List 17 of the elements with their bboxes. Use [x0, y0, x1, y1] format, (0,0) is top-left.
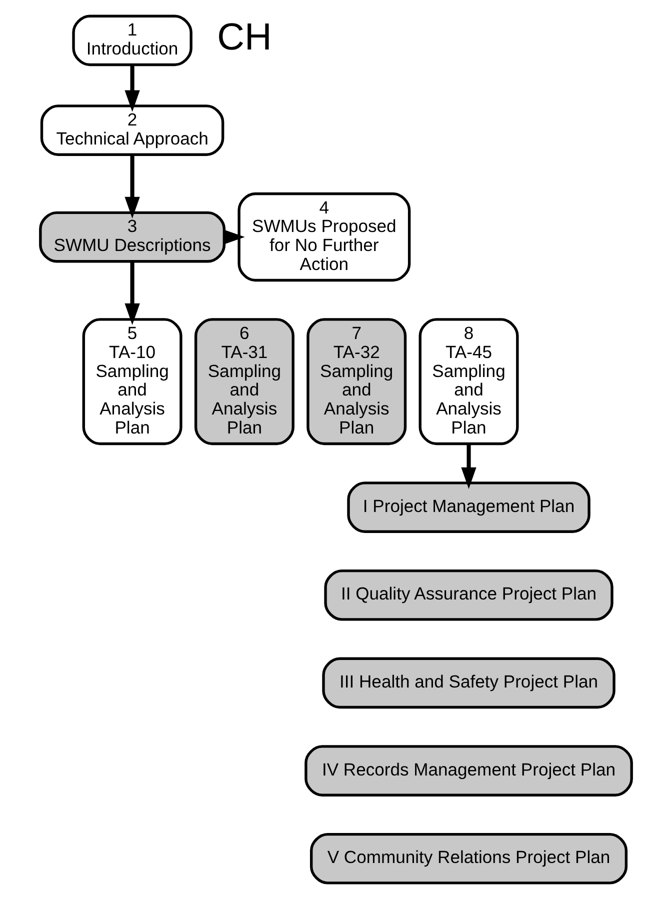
node-box: 4 SWMUs Proposed for No Further Action: [237, 192, 410, 282]
arrow: [460, 444, 476, 490]
node-box: 8 TA-45 Sampling and Analysis Plan: [418, 318, 518, 446]
node-box: 2 Technical Approach: [40, 104, 224, 156]
node-box: I Project Management Plan: [346, 482, 590, 533]
arrow: [124, 64, 140, 112]
arrow: [124, 262, 140, 326]
node-box: V Community Relations Project Plan: [309, 832, 628, 884]
node-box: III Health and Safety Project Plan: [322, 657, 615, 709]
label: CH: [216, 16, 272, 59]
node-box: 5 TA-10 Sampling and Analysis Plan: [82, 318, 182, 446]
node-box: II Quality Assurance Project Plan: [324, 569, 613, 621]
node-box: 1 Introduction: [72, 14, 192, 66]
node-box: IV Records Management Project Plan: [304, 745, 632, 796]
node-box: 7 TA-32 Sampling and Analysis Plan: [306, 318, 406, 446]
node-box: 6 TA-31 Sampling and Analysis Plan: [194, 318, 294, 446]
arrow: [124, 155, 140, 219]
